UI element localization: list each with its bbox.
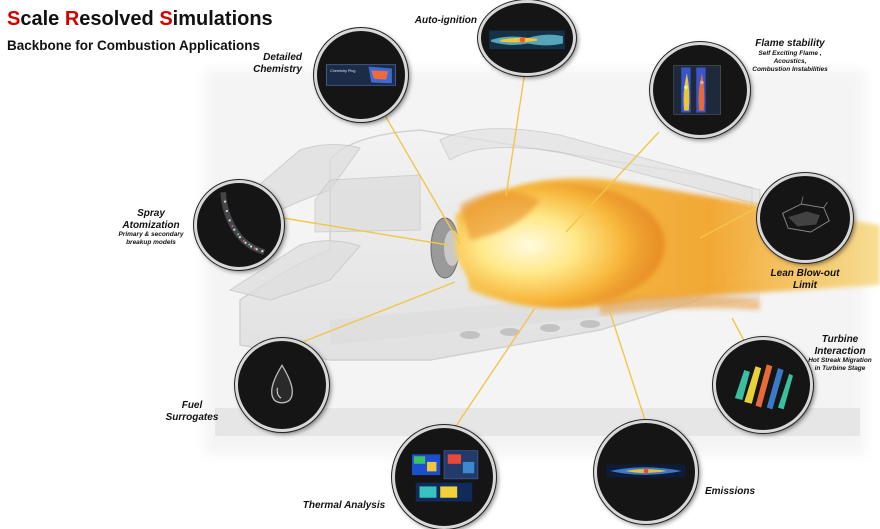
label-fuel-line2: Surrogates bbox=[165, 411, 219, 423]
label-detailed-chemistry: Detailed Chemistry bbox=[230, 52, 302, 75]
label-lean-blow-out: Lean Blow-out Limit bbox=[758, 268, 852, 291]
lean-blowout-thumbnail-icon bbox=[757, 173, 853, 263]
label-flame-stability-sub1: Self Exciting Flame , bbox=[758, 49, 822, 57]
label-flame-stability: Flame stability Self Exciting Flame , Ac… bbox=[730, 38, 850, 75]
page-subtitle: Backbone for Combustion Applications bbox=[7, 38, 261, 53]
label-detailed-chemistry-line1: Detailed bbox=[263, 52, 302, 63]
label-spray-atomization: Spray Atomization Primary & secondary br… bbox=[108, 208, 194, 248]
leader-lines bbox=[276, 57, 765, 433]
label-thermal-analysis: Thermal Analysis bbox=[292, 500, 396, 512]
label-flame-stability-sub2: Acoustics, bbox=[773, 57, 807, 65]
turbine-thumbnail-icon bbox=[713, 337, 813, 433]
label-lean-blow-out-line1: Lean Blow-out bbox=[770, 268, 840, 279]
chemistry-inset-text: Chemistry Plug bbox=[330, 69, 355, 73]
label-auto-ignition: Auto-ignition bbox=[395, 15, 477, 27]
upper-liner bbox=[439, 128, 761, 206]
label-spray-sub2: breakup models bbox=[126, 239, 176, 247]
chemistry-thumbnail-icon: Chemistry Plug bbox=[314, 28, 408, 122]
title-imulations: imulations bbox=[172, 8, 273, 30]
label-auto-ignition-line1: Auto-ignition bbox=[414, 15, 477, 26]
label-fuel-surrogates: Fuel Surrogates bbox=[152, 400, 232, 423]
label-emissions-line1: Emissions bbox=[704, 486, 756, 497]
flame-stability-thumbnail-icon bbox=[650, 42, 750, 138]
title-cale: cale bbox=[20, 8, 65, 30]
emissions-thumbnail-icon bbox=[594, 420, 698, 524]
label-flame-stability-sub3: Combustion Instabilities bbox=[752, 66, 828, 74]
label-turbine-sub2: in Turbine Stage bbox=[814, 365, 866, 373]
label-fuel-line1: Fuel bbox=[181, 400, 203, 411]
page-title: Scale Resolved Simulations bbox=[7, 8, 273, 31]
label-emissions: Emissions bbox=[695, 486, 765, 498]
diffuser-lower bbox=[228, 240, 361, 301]
label-spray-sub1: Primary & secondary bbox=[118, 231, 184, 238]
flame-lower-edge bbox=[600, 295, 760, 315]
label-spray-line1: Spray bbox=[137, 208, 165, 219]
label-turbine-line2: Interaction bbox=[814, 345, 866, 357]
title-s2: S bbox=[159, 8, 173, 30]
label-turbine-sub1: Hot Streak Migration bbox=[808, 357, 872, 364]
flame-shear-layer bbox=[460, 191, 540, 240]
label-detailed-chemistry-line2: Chemistry bbox=[253, 63, 302, 75]
title-esolved: esolved bbox=[79, 8, 160, 30]
label-turbine-line1: Turbine bbox=[821, 334, 859, 345]
label-turbine-interaction: Turbine Interaction Hot Streak Migration… bbox=[800, 334, 880, 374]
spray-thumbnail-icon bbox=[194, 180, 284, 270]
label-spray-line2: Atomization bbox=[122, 219, 180, 231]
label-lean-blow-out-line2: Limit bbox=[793, 279, 817, 291]
auto-ignition-thumbnail-icon bbox=[478, 0, 576, 76]
label-thermal-line1: Thermal Analysis bbox=[302, 500, 386, 511]
title-s: S bbox=[7, 8, 21, 30]
fuel-drop-thumbnail-icon bbox=[235, 338, 329, 432]
inlet-duct bbox=[314, 174, 421, 233]
dilution-ports bbox=[460, 320, 600, 339]
label-flame-stability-line1: Flame stability bbox=[755, 38, 825, 49]
title-r: R bbox=[64, 8, 80, 30]
thermal-thumbnail-icon bbox=[392, 425, 496, 529]
